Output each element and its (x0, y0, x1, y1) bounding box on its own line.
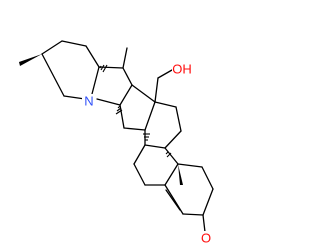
ketone-oxygen-label: O (201, 231, 211, 246)
bond (182, 213, 204, 216)
cyclopentane-ring (115, 69, 173, 131)
bond (175, 106, 182, 132)
bond (201, 166, 214, 190)
bond (144, 101, 156, 131)
bond (133, 163, 146, 186)
bond (122, 47, 128, 69)
bond (164, 130, 182, 149)
pyrrolidine-ring (96, 47, 133, 106)
bond (41, 53, 65, 97)
hash-bond (165, 151, 172, 158)
bond (202, 214, 206, 233)
bond (154, 101, 177, 108)
bond (122, 67, 133, 86)
wedge-bond (19, 54, 42, 66)
bond (131, 84, 156, 103)
bond (91, 66, 100, 95)
bond (177, 163, 203, 168)
hash-bond (99, 64, 108, 73)
nitrogen-label: N (84, 94, 93, 109)
bond (63, 95, 86, 100)
wedge-bond (178, 164, 183, 185)
hash-bond (143, 133, 150, 141)
bond (157, 69, 173, 79)
bond (96, 98, 121, 106)
bond (123, 127, 146, 131)
bond (164, 163, 179, 186)
bond (61, 40, 87, 47)
bond (164, 147, 179, 165)
bond (202, 188, 214, 216)
bond (133, 144, 146, 165)
molecule-structure: N OH O (19, 40, 214, 246)
ring-a (164, 163, 214, 233)
ring-b (133, 144, 183, 186)
hydroxyl-label: OH (172, 62, 192, 77)
bond (144, 144, 166, 149)
bond (119, 84, 133, 106)
bond (154, 77, 159, 103)
bond (85, 45, 100, 68)
bond (41, 40, 63, 55)
bond (165, 189, 181, 211)
piperidine-ring (19, 40, 100, 100)
atom-labels: N OH O (82, 62, 213, 246)
ring-c (143, 101, 182, 149)
hash-bond (115, 105, 123, 115)
